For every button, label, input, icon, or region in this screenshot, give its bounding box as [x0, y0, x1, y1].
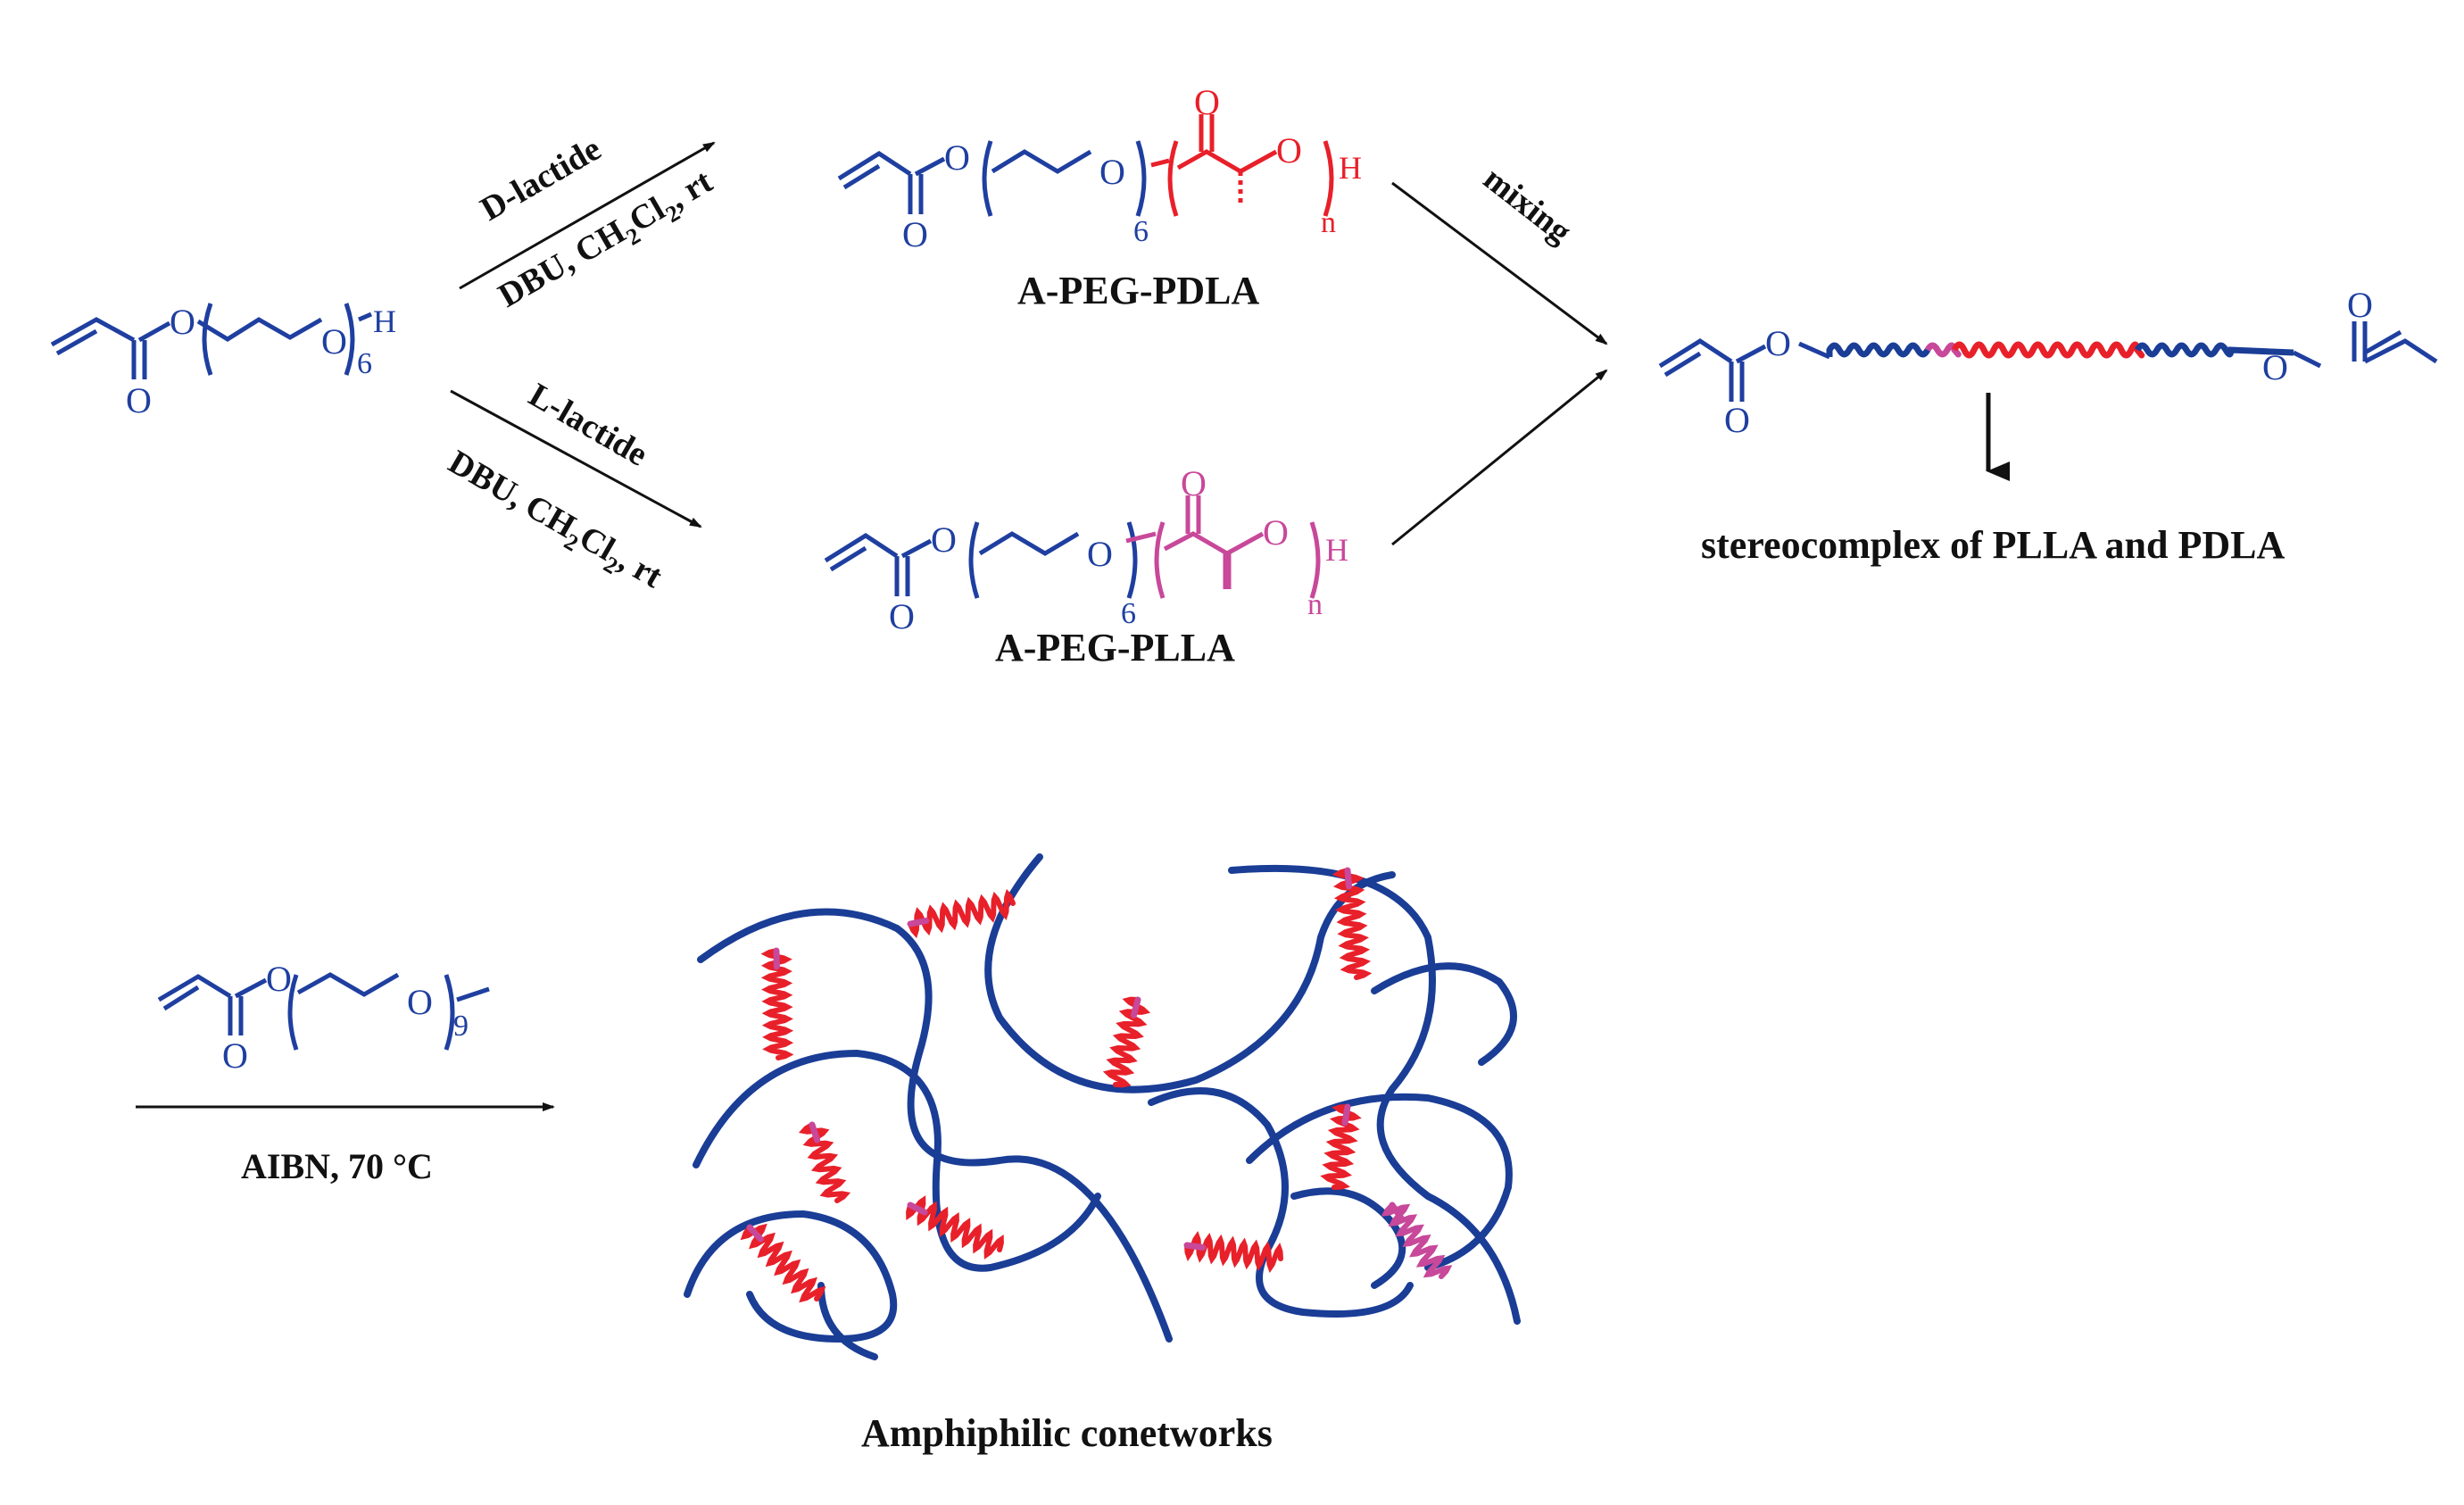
helix-end: [1389, 1202, 1405, 1222]
carbonyl-o: O: [126, 380, 152, 420]
helix-end: [746, 1224, 764, 1243]
network-strand: [693, 1049, 1101, 1272]
atom-o: O: [944, 137, 970, 178]
peg-repeat: 6: [1121, 597, 1136, 630]
plla-name: A-PEG-PLLA: [995, 626, 1235, 669]
o-left-carbonyl: O: [1724, 400, 1750, 440]
stereocomplex-label: stereocomplex of PLLA and PDLA: [1701, 523, 2285, 567]
polymerization-conditions: AIBN, 70 °C: [241, 1146, 433, 1186]
atom-o: O: [170, 302, 195, 342]
stereocomplex-labels: O O O O: [1724, 285, 2373, 440]
ester-o: O: [1181, 463, 1207, 503]
la-repeat: n: [1307, 588, 1323, 621]
helix-crosslink: [1320, 1104, 1362, 1190]
helix-crosslink: [740, 1223, 826, 1303]
pdla-name: A-PEG-PDLA: [1017, 269, 1260, 312]
plla-structure: [824, 495, 1321, 599]
carbonyl-o: O: [889, 596, 915, 636]
atom-o2: O: [407, 982, 433, 1022]
network-strand: [1371, 962, 1517, 1066]
arrow-mixing-bottom: [1391, 369, 1608, 546]
pdla-labels: O O O 6 O O n H: [902, 82, 1362, 254]
network-strand: [1148, 1087, 1414, 1318]
helix-end: [809, 1121, 821, 1143]
network-label: Amphiphilic conetworks: [861, 1411, 1273, 1455]
o-left: O: [1765, 323, 1791, 363]
carbonyl-o: O: [902, 214, 928, 254]
atom-o: O: [266, 959, 292, 999]
end-group: H: [1339, 150, 1362, 186]
chain-o: O: [1263, 512, 1289, 553]
network-strand: [984, 853, 1396, 1093]
reagent-l-lactide: L-lactide: [523, 376, 654, 473]
crosslinker-structure: [157, 972, 490, 1051]
o-right: O: [2262, 347, 2288, 387]
end-group: H: [373, 303, 396, 339]
start-monomer-labels: O O O 6 H: [126, 302, 396, 420]
start-monomer: [50, 303, 372, 379]
repeat-subscript: 6: [357, 347, 372, 380]
plla-labels: O O O 6 O O n H: [889, 463, 1348, 636]
end-group: H: [1325, 532, 1348, 568]
helix-end: [1130, 996, 1141, 1019]
network-strand: [817, 1282, 878, 1360]
arrow-to-plla: [450, 389, 702, 528]
pdla-structure: [837, 114, 1334, 217]
la-repeat: n: [1321, 206, 1336, 239]
o-right-carbonyl: O: [2347, 285, 2373, 325]
helix-crosslink: [1381, 1202, 1453, 1279]
helix-end: [907, 918, 930, 927]
network-strand: [1290, 1187, 1406, 1289]
ester-o: O: [1194, 82, 1220, 122]
helix-end: [907, 1202, 928, 1216]
arrow-to-pdla: [459, 141, 716, 290]
repeat-subscript: 9: [453, 1010, 469, 1043]
helix-crosslinks: [740, 867, 1453, 1303]
atom-o: O: [931, 520, 957, 560]
atom-o2: O: [1087, 534, 1113, 574]
stereocomplex-structure: [1658, 321, 2438, 402]
network-strand: [1228, 864, 1521, 1325]
reagent-d-lactide: D-lactide: [475, 130, 608, 229]
helix-end: [1183, 1242, 1207, 1251]
bottom-route-labels: L-lactide DBU, CH2Cl2, rt: [443, 376, 669, 595]
atom-o2: O: [321, 321, 347, 362]
helix-crosslink: [908, 888, 1016, 939]
peg-repeat: 6: [1133, 215, 1149, 248]
helix-crosslink: [1184, 1231, 1283, 1273]
helix-crosslink: [798, 1122, 851, 1203]
atom-o2: O: [1099, 152, 1125, 192]
network-strand: [684, 1210, 898, 1343]
helix-end: [1341, 1103, 1351, 1127]
network-strand: [1246, 1093, 1513, 1271]
helix-crosslink: [906, 1195, 1004, 1260]
helix-crosslink: [1102, 996, 1151, 1088]
network: [684, 853, 1521, 1360]
helix-end: [1344, 867, 1352, 890]
arrow-mixing-top: [1391, 181, 1608, 345]
chain-o: O: [1276, 130, 1302, 170]
crosslinker-labels: O O O 9: [222, 959, 469, 1076]
mixing-label: mixing: [1476, 160, 1578, 251]
carbonyl-o: O: [222, 1035, 248, 1076]
